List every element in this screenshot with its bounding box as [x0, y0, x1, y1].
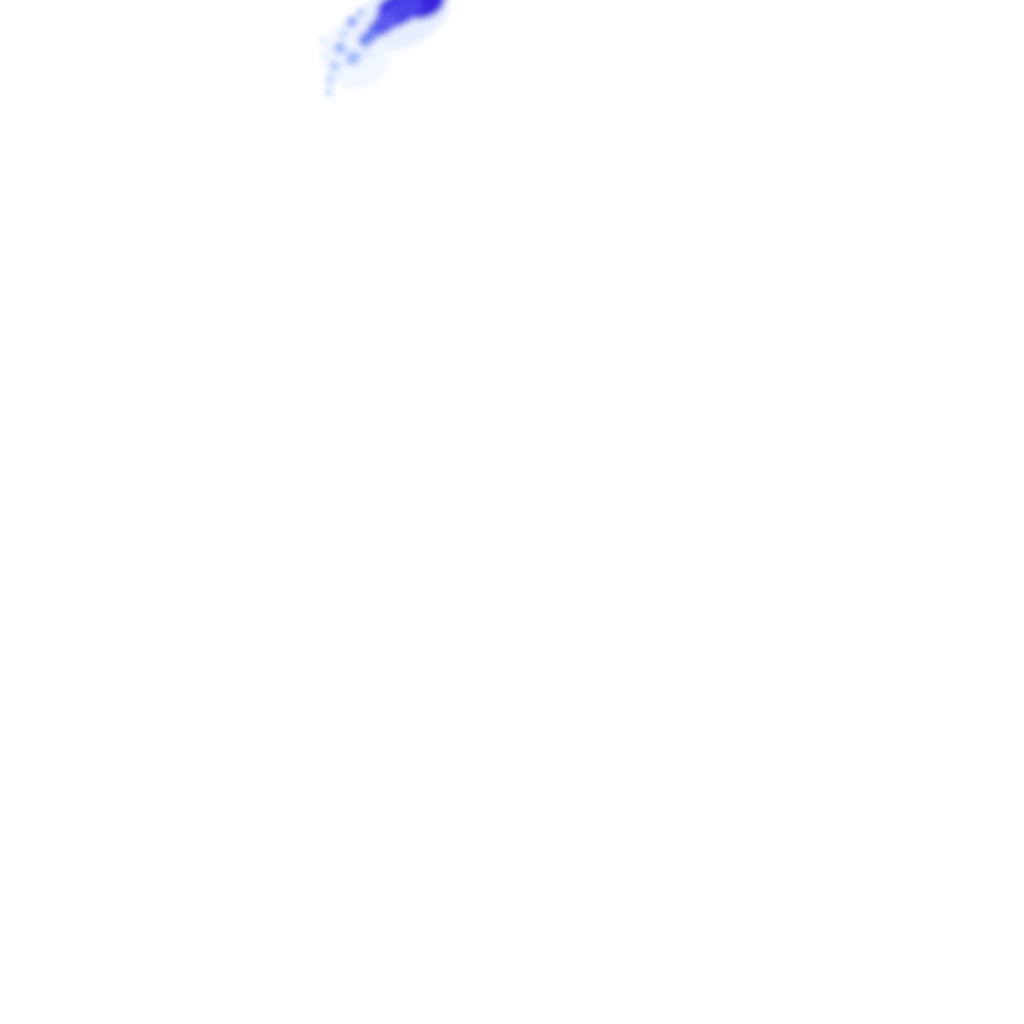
- splash-blob: [326, 75, 334, 85]
- splash-blob: [356, 8, 364, 16]
- splash-blob: [363, 49, 369, 55]
- splash-blob: [324, 53, 328, 57]
- splash-blob: [320, 37, 326, 43]
- splash-blob: [358, 29, 378, 47]
- splash-blob: [345, 50, 361, 66]
- splash-blob: [330, 61, 340, 71]
- splash-blob: [340, 30, 348, 38]
- splash-blob-layer: [320, 0, 450, 96]
- splash-blob: [346, 16, 358, 28]
- splash-blob: [334, 42, 346, 54]
- splash-blob: [325, 88, 333, 96]
